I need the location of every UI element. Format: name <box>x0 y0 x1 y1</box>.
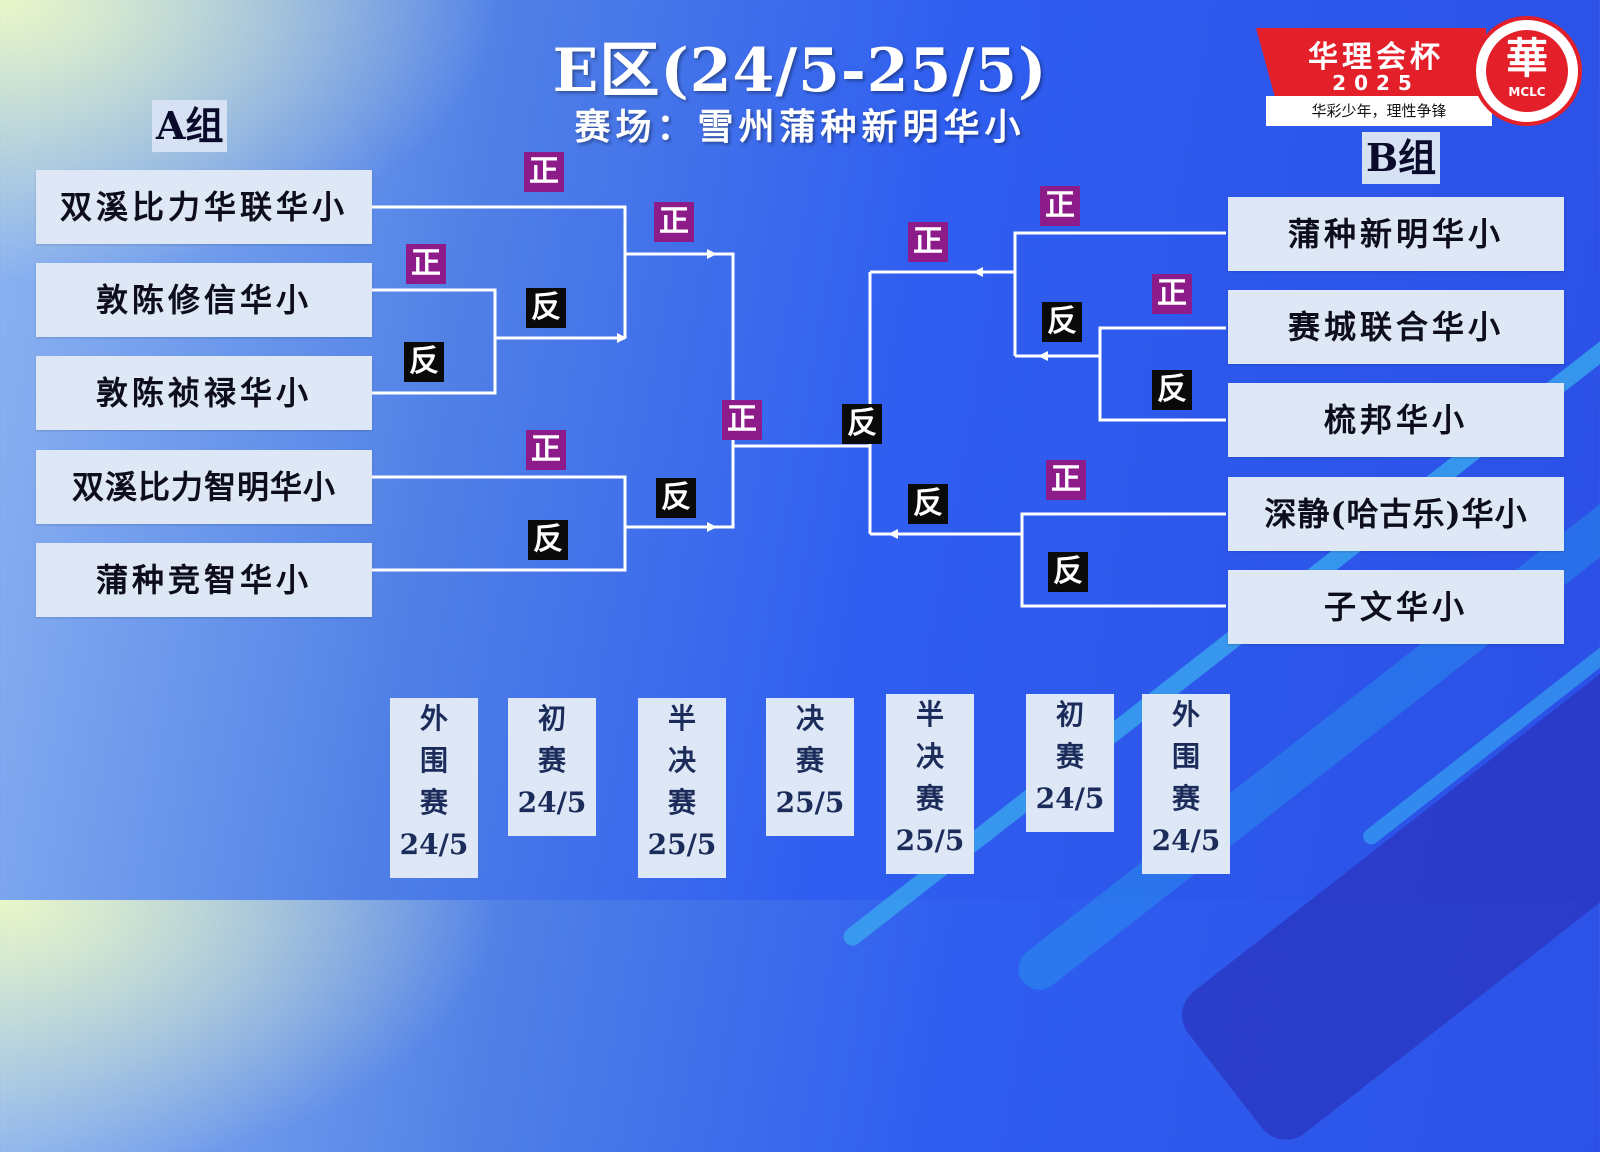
page-title: E区(24/5-25/5) <box>552 36 1048 106</box>
seal-abbreviation: MCLC <box>1508 85 1546 99</box>
round-box-semifinal: 半决赛 25/5 <box>886 694 974 874</box>
negative-badge: 反 <box>1048 552 1088 592</box>
round-box-preliminary: 外围赛 24/5 <box>1142 694 1230 874</box>
bracket-a-first-round-lower <box>372 475 627 572</box>
round-date: 24/5 <box>399 828 469 861</box>
seal-inner: 華 MCLC <box>1486 30 1568 112</box>
team-b4: 深静(哈古乐)华小 <box>1228 477 1564 551</box>
affirmative-badge: 正 <box>524 152 564 192</box>
bracket-b-first-round-lower <box>1020 512 1226 608</box>
team-a4: 双溪比力智明华小 <box>36 450 372 524</box>
team-a1: 双溪比力华联华小 <box>36 170 372 244</box>
round-date: 25/5 <box>895 824 965 857</box>
round-name: 初赛 <box>1056 698 1085 773</box>
team-a2: 敦陈修信华小 <box>36 263 372 337</box>
bracket-a-preliminary <box>372 288 497 395</box>
team-a5: 蒲种竞智华小 <box>36 543 372 617</box>
logo-year: 2025 <box>1332 71 1420 95</box>
round-name: 初赛 <box>538 702 567 777</box>
negative-badge: 反 <box>1042 302 1082 342</box>
bracket-b-first-round <box>1013 231 1226 356</box>
negative-badge: 反 <box>528 520 568 560</box>
round-box-first-round: 初赛 24/5 <box>1026 694 1114 832</box>
negative-badge: 反 <box>908 484 948 524</box>
round-box-first-round: 初赛 24/5 <box>508 698 596 836</box>
logo-slogan: 华彩少年，理性争锋 <box>1266 96 1492 126</box>
venue-subtitle: 赛场：雪州蒲种新明华小 <box>574 106 1026 148</box>
round-box-preliminary: 外围赛 24/5 <box>390 698 478 878</box>
round-name: 半决赛 <box>668 702 697 819</box>
seal-character: 華 <box>1505 34 1548 83</box>
affirmative-badge: 正 <box>1046 460 1086 500</box>
team-b3: 梳邦华小 <box>1228 383 1564 457</box>
round-date: 24/5 <box>517 786 587 819</box>
negative-badge: 反 <box>842 404 882 444</box>
round-box-final: 决赛 25/5 <box>766 698 854 836</box>
team-b2: 赛城联合华小 <box>1228 290 1564 364</box>
seal-icon: 華 MCLC <box>1472 16 1582 126</box>
round-name: 外围赛 <box>1172 698 1201 815</box>
round-date: 24/5 <box>1151 824 1221 857</box>
affirmative-badge: 正 <box>722 400 762 440</box>
negative-badge: 反 <box>526 288 566 328</box>
affirmative-badge: 正 <box>526 430 566 470</box>
round-name: 外围赛 <box>420 702 449 819</box>
round-name: 半决赛 <box>916 698 945 815</box>
negative-badge: 反 <box>404 342 444 382</box>
affirmative-badge: 正 <box>1040 186 1080 226</box>
team-b1: 蒲种新明华小 <box>1228 197 1564 271</box>
tournament-logo: 华理会杯 2025 华彩少年，理性争锋 華 MCLC <box>1256 16 1586 134</box>
affirmative-badge: 正 <box>908 222 948 262</box>
logo-title: 华理会杯 <box>1308 40 1444 75</box>
bracket-lines <box>372 205 1226 608</box>
bracket-b-preliminary <box>1098 326 1226 422</box>
affirmative-badge: 正 <box>406 244 446 284</box>
round-date: 24/5 <box>1035 782 1105 815</box>
affirmative-badge: 正 <box>654 202 694 242</box>
round-name: 决赛 <box>796 702 825 777</box>
round-date: 25/5 <box>647 828 717 861</box>
negative-badge: 反 <box>1152 370 1192 410</box>
team-a3: 敦陈祯禄华小 <box>36 356 372 430</box>
group-b-label: B组 <box>1362 132 1441 184</box>
affirmative-badge: 正 <box>1152 274 1192 314</box>
negative-badge: 反 <box>656 478 696 518</box>
bracket-a-semi-top <box>625 252 735 446</box>
round-box-semifinal: 半决赛 25/5 <box>638 698 726 878</box>
bracket-a-first-round <box>372 205 627 338</box>
team-b5: 子文华小 <box>1228 570 1564 644</box>
group-a-label: A组 <box>152 100 228 152</box>
round-date: 25/5 <box>775 786 845 819</box>
